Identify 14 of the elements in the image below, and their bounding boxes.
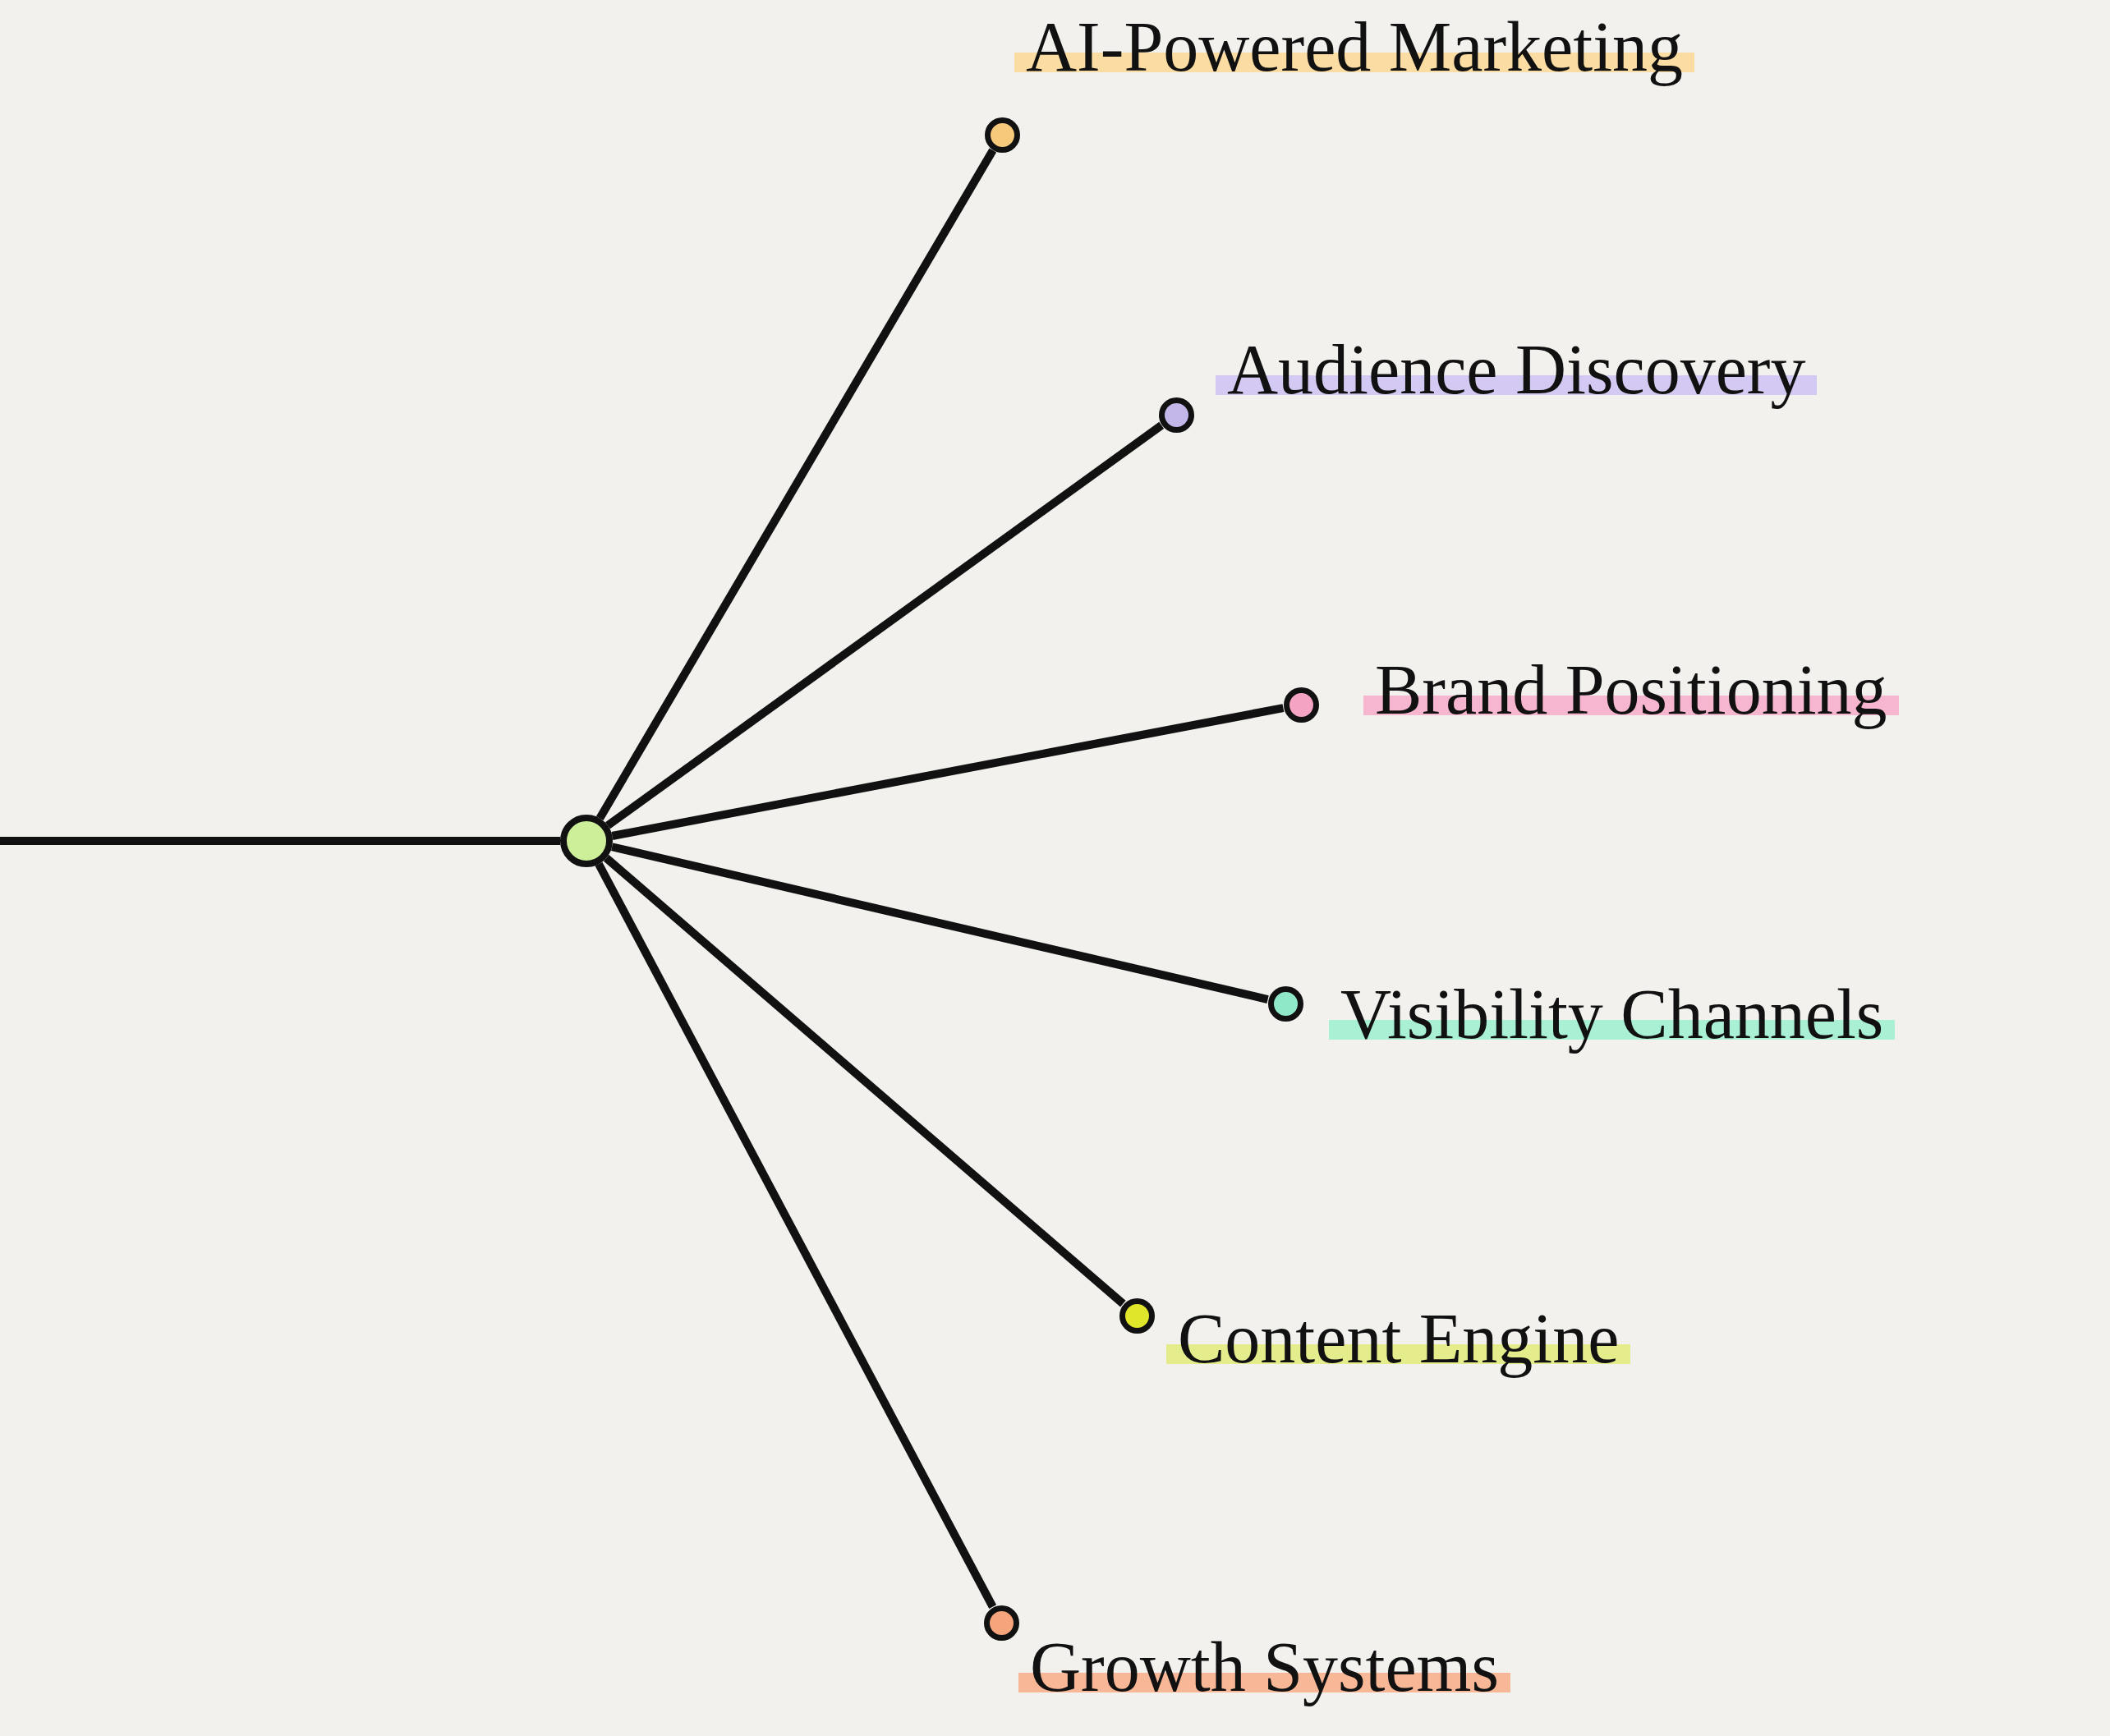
connector-line — [595, 148, 997, 820]
branch-dot — [1158, 397, 1194, 433]
branch-dot — [1119, 1297, 1155, 1334]
connector-line — [611, 843, 1269, 1003]
branch-dot — [983, 1605, 1019, 1641]
connector-line — [611, 704, 1285, 840]
connector-line — [605, 421, 1165, 829]
branch-dot — [1267, 985, 1303, 1022]
hub-circle — [560, 815, 613, 867]
connector-line — [0, 837, 560, 845]
connector-line — [595, 861, 997, 1609]
branch-dot — [984, 117, 1020, 153]
connector-line — [603, 855, 1126, 1307]
branch-dot — [1283, 687, 1319, 723]
